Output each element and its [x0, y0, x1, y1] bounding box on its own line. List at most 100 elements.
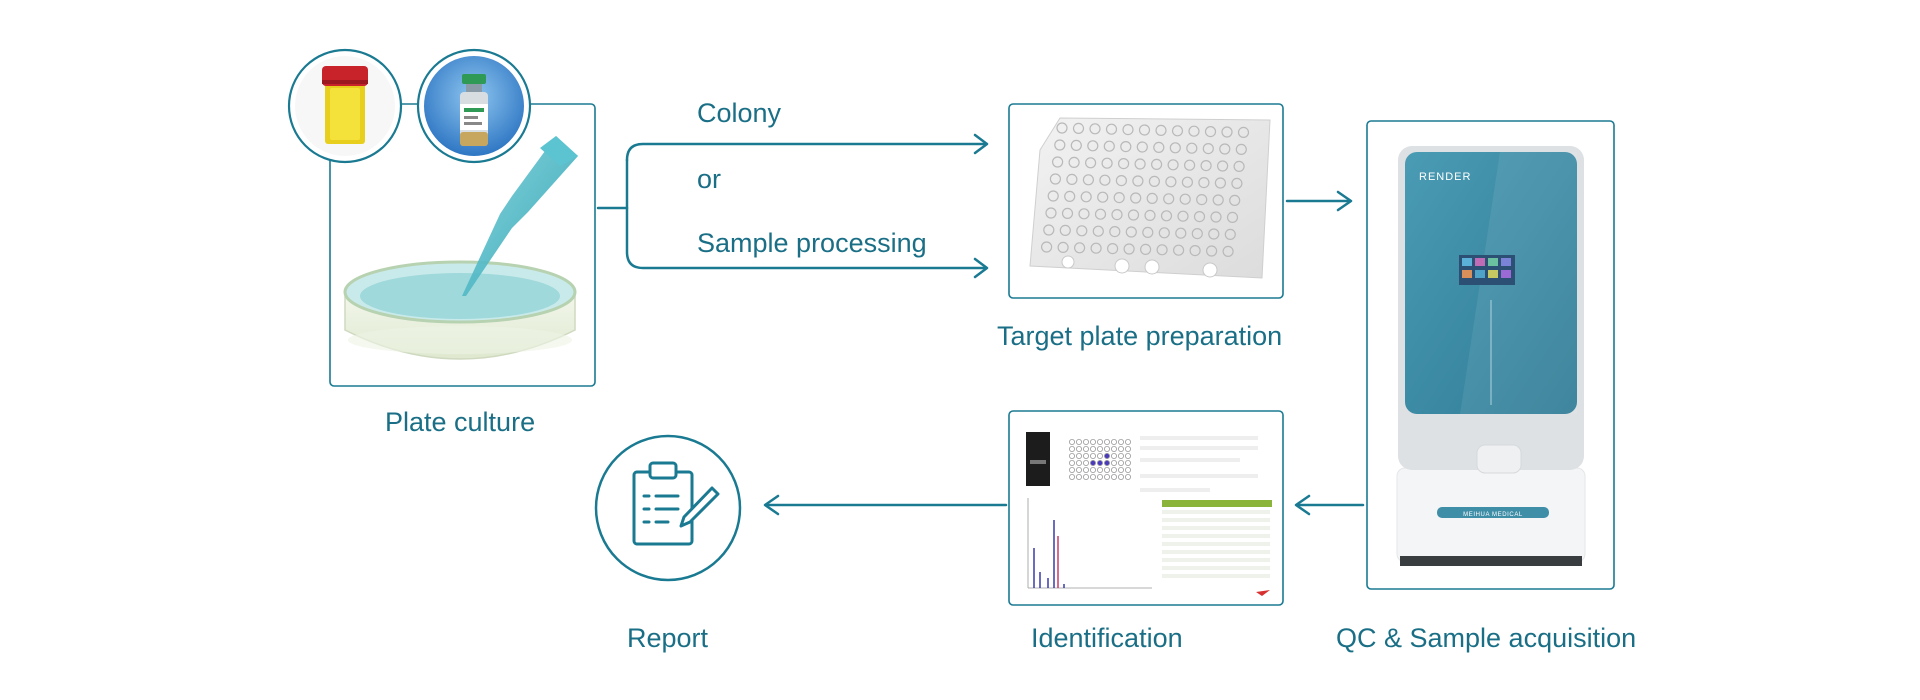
plate-well [1061, 207, 1074, 219]
software-well [1104, 445, 1111, 452]
branch-connector [596, 133, 989, 279]
plate-well [1056, 122, 1068, 134]
software-well [1076, 466, 1083, 473]
software-well [1090, 459, 1097, 466]
plate-well [1172, 244, 1185, 256]
plate-well [1179, 193, 1191, 205]
to-identification-arrow [1294, 494, 1365, 516]
plate-well [1109, 226, 1121, 238]
software-well [1125, 452, 1132, 459]
software-well [1090, 452, 1097, 459]
software-well [1083, 452, 1090, 459]
software-well [1118, 438, 1125, 445]
plate-well [1196, 194, 1208, 206]
plate-well [1059, 224, 1071, 236]
software-well [1069, 473, 1076, 480]
plate-well [1158, 227, 1170, 239]
software-well [1097, 452, 1104, 459]
software-well [1097, 473, 1104, 480]
software-table-row [1162, 510, 1270, 514]
plate-well [1064, 190, 1076, 202]
software-well [1118, 466, 1125, 473]
urine-cup-photo [287, 48, 403, 164]
plate-well [1183, 159, 1196, 171]
software-well [1111, 438, 1118, 445]
plate-well [1237, 126, 1250, 138]
software-well [1104, 473, 1111, 480]
plate-well [1103, 140, 1115, 152]
software-well [1083, 438, 1090, 445]
plate-well [1198, 177, 1210, 189]
software-well [1069, 445, 1076, 452]
colony-arrow [625, 142, 987, 162]
plate-well [1204, 126, 1217, 138]
plate-well [1156, 244, 1168, 256]
plate-well [1087, 140, 1099, 152]
plate-well [1169, 142, 1181, 154]
software-well [1083, 445, 1090, 452]
plate-well [1090, 242, 1102, 254]
step-label-report: Report [627, 623, 709, 653]
software-well [1097, 459, 1104, 466]
plate-well [1045, 207, 1057, 219]
plate-well [1072, 122, 1085, 134]
plate-well [1163, 193, 1175, 205]
software-well [1076, 459, 1083, 466]
plate-well [1212, 194, 1224, 206]
plate-well [1125, 226, 1137, 238]
plate-well [1224, 228, 1236, 240]
software-table-row [1162, 526, 1270, 530]
plate-well [1160, 210, 1173, 222]
software-well [1076, 438, 1083, 445]
target-plate-panel [1008, 103, 1284, 299]
software-table-row [1162, 574, 1270, 578]
software-well [1111, 473, 1118, 480]
software-table-row [1162, 518, 1270, 522]
plate-well [1202, 143, 1214, 155]
plate-well [1205, 245, 1218, 257]
software-table-row [1162, 550, 1270, 554]
software-well [1125, 445, 1132, 452]
software-well [1083, 459, 1090, 466]
plate-well [1097, 191, 1109, 203]
plate-well [1181, 176, 1194, 188]
software-table-row [1162, 534, 1270, 538]
plate-well [1113, 192, 1125, 204]
plate-well [1092, 225, 1104, 237]
plate-well [1214, 177, 1227, 189]
software-well [1076, 473, 1083, 480]
plate-well [1084, 157, 1097, 169]
plate-well [1188, 125, 1200, 137]
branch-label-or: or [697, 164, 722, 194]
sample-processing-arrow [625, 158, 987, 270]
software-well [1076, 445, 1083, 452]
plate-well [1080, 191, 1092, 203]
step-label-target-plate: Target plate preparation [997, 321, 1283, 351]
plate-well [1078, 208, 1090, 220]
plate-well [1068, 156, 1080, 168]
plate-well [1189, 245, 1201, 257]
plate-well [1229, 194, 1241, 206]
device-brand-text: RENDER [1419, 171, 1471, 183]
step-label-qc: QC & Sample acquisition [1336, 623, 1637, 653]
software-well [1118, 445, 1125, 452]
plate-well [1221, 126, 1233, 138]
plate-well [1101, 157, 1113, 169]
software-well [1125, 438, 1132, 445]
plate-well [1165, 176, 1177, 188]
plate-well [1111, 209, 1123, 221]
software-well [1118, 452, 1125, 459]
software-well [1069, 459, 1076, 466]
software-well [1097, 445, 1104, 452]
device-panel: RENDER MEIHUA MEDICAL [1366, 120, 1615, 590]
software-well [1111, 466, 1118, 473]
step-label-identification: Identification [1031, 623, 1183, 653]
plate-well [1070, 139, 1082, 151]
plate-well [1167, 159, 1179, 171]
software-well [1083, 466, 1090, 473]
pipette-tip-image [462, 136, 578, 296]
branch-label-colony: Colony [697, 98, 782, 128]
plate-well [1231, 177, 1243, 189]
plate-well [1142, 226, 1154, 238]
plate-well [1210, 211, 1222, 223]
